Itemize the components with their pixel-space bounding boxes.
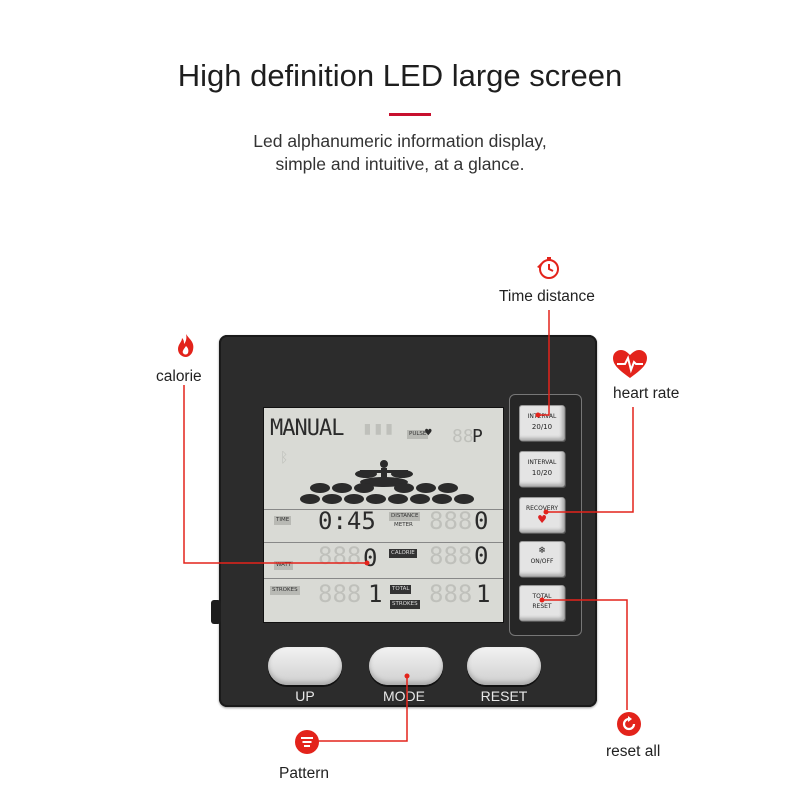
lcd-strokes-ghost: 888 [318,580,362,608]
lcd-pulse-tag: PULSE [407,430,429,439]
heart-icon: ♥ [537,513,547,526]
button-label: INTERVAL [527,459,557,466]
lcd-distance-ghost: 888 [429,507,473,535]
button-label: 10/20 [531,469,553,477]
mode-label: MODE [383,688,425,704]
recovery-button[interactable]: RECOVERY ♥ [519,497,565,533]
lcd-total-strokes-value: 1 [476,580,491,608]
reset-all-label: reset all [606,743,661,760]
lcd-distance-tag: DISTANCE [389,512,421,521]
total-reset-button[interactable]: TOTAL RESET [519,585,565,621]
snowflake-icon: ❄ [538,546,546,556]
heart-rate-leader [546,407,634,513]
lcd-total-strokes-ghost: 888 [429,580,473,608]
lcd-time-value: 0:45 [318,507,376,535]
time-distance-label: Time distance [499,288,595,305]
lcd-time-tag: TIME [274,516,292,525]
lcd-divider [264,578,503,579]
heart-icon: ♥ [425,426,432,439]
interval-10-20-button[interactable]: INTERVAL 10/20 [519,451,565,487]
lcd-calorie-tag: CALORIE [389,549,417,558]
subtitle-line-1: Led alphanumeric information display, [253,131,547,151]
lcd-strokes-tag: STROKES [270,586,300,595]
button-label: RESET [532,603,552,610]
lcd-distance-value: 0 [474,507,489,535]
list-icon [295,730,319,754]
calorie-leader [183,385,367,564]
pattern-label: Pattern [279,765,329,782]
lcd-pulse-ghost: 88 [452,426,474,447]
lcd-divider [264,542,503,543]
lcd-meter-tag: METER [394,522,413,528]
lcd-strokes-value: 1 [368,580,383,608]
up-label: UP [295,688,315,704]
stopwatch-icon [537,257,559,279]
calorie-label: calorie [156,368,202,385]
pattern-leader [312,676,408,742]
subtitle-line-2: simple and intuitive, at a glance. [275,154,525,174]
title-underline [389,113,431,116]
lcd-screen: MANUAL ▮▮▮ PULSE ♥ 88 P ᛒ TIME 0:45 DIST… [263,407,504,623]
button-label: 20/10 [531,423,553,431]
lcd-calorie-ghost: 888 [429,542,473,570]
lcd-total-tag: TOTAL [390,585,412,594]
reset-button[interactable] [467,647,541,685]
time-distance-leader [538,310,550,416]
lcd-watt-tag: WATT [274,561,294,570]
flame-icon [178,334,194,357]
lcd-mode-text: MANUAL [270,416,344,441]
lcd-calorie-value: 0 [474,542,489,570]
reset-all-leader [542,599,628,710]
lcd-watt-ghost: 888 [318,542,362,570]
lcd-divider [264,509,503,510]
rower-graphic [300,460,474,504]
lcd-total-strokes-tag: STROKES [390,600,420,609]
up-button[interactable] [268,647,342,685]
heart-rate-label: heart rate [613,385,680,402]
page-title: High definition LED large screen [177,58,623,93]
mode-button[interactable] [369,647,443,685]
button-label: RECOVERY [525,505,559,512]
refresh-icon [617,712,641,736]
button-label: INTERVAL [527,413,557,420]
button-label: TOTAL [532,593,552,600]
interval-20-10-button[interactable]: INTERVAL 20/10 [519,405,565,441]
console-side-knob [211,600,221,624]
heart-pulse-icon [613,350,647,378]
lcd-pulse-unit: P [472,426,483,447]
on-off-button[interactable]: ❄ ON/OFF [519,541,565,577]
lcd-ghost-blocks: ▮▮▮ [362,418,395,439]
button-label: ON/OFF [530,558,554,565]
bluetooth-icon: ᛒ [280,450,289,466]
reset-label: RESET [480,688,528,704]
